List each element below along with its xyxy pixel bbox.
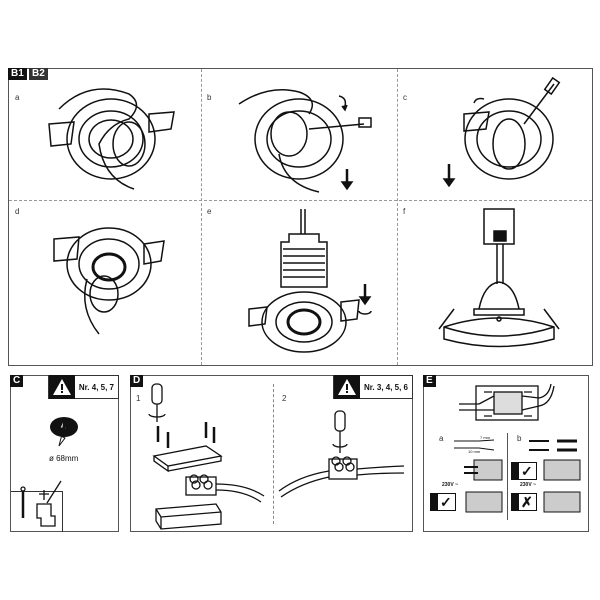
drill-hole-icon: [50, 417, 78, 447]
wire-strip-icon: [454, 439, 495, 451]
terminal-a: [464, 459, 503, 481]
correct-check-icon: ✓: [511, 462, 537, 480]
correct-check-icon: ✓: [430, 493, 456, 511]
illustration-a: [48, 88, 175, 190]
step-a-label: a: [15, 93, 20, 102]
divider: [397, 69, 398, 365]
step-2-label: 2: [282, 394, 287, 403]
junction-box-assembly: [148, 383, 265, 530]
step-b-label: b: [517, 434, 522, 443]
wire-insert-icon: [529, 439, 577, 452]
warning-text: Nr. 4, 5, 7: [78, 382, 114, 392]
step-c-label: c: [403, 93, 407, 102]
warning-box: Nr. 4, 5, 7: [47, 375, 119, 399]
terminal-diagram: [459, 383, 555, 421]
section-d-panel: D Nr. 3, 4, 5, 6 1 2: [130, 375, 413, 532]
divider: [201, 69, 202, 365]
tag-d: D: [130, 375, 144, 387]
section-c-panel: C Nr. 4, 5, 7 ø 68mm: [10, 375, 119, 532]
illustration-b: [238, 89, 372, 193]
step-f-label: f: [403, 207, 406, 216]
illustration-c: [442, 76, 561, 188]
illustration-e: [248, 209, 372, 353]
step-d-label: d: [15, 207, 20, 216]
warning-text: Nr. 3, 4, 5, 6: [363, 382, 408, 392]
tag-c: C: [10, 375, 24, 387]
incorrect-x-icon: ✗: [511, 493, 537, 511]
divider: [273, 384, 274, 524]
illustration-d: [53, 227, 165, 335]
voltage-a: 230V ~: [442, 482, 458, 488]
tools-inset: [11, 491, 63, 532]
terminal-a-correct: [465, 491, 503, 513]
terminal-b: [543, 459, 581, 481]
warning-icon: [333, 375, 360, 399]
terminal-b-incorrect: [543, 491, 581, 513]
divider: [507, 433, 508, 520]
tag-b1: B1: [8, 68, 27, 80]
hole-diameter: ø 68mm: [49, 454, 79, 463]
warning-icon: [48, 375, 75, 399]
step-1-label: 1: [136, 394, 141, 403]
drill-icon: [20, 480, 62, 527]
illustration-f: [438, 208, 560, 348]
terminal-connection: [278, 410, 405, 498]
tag-b2: B2: [29, 68, 48, 80]
strip-length-label: 7 mm: [480, 435, 490, 440]
step-e-label: e: [207, 207, 212, 216]
section-e-panel: E a b 7 mm 10 mm 230V ~ 230V ~ ✓ ✓ ✗: [423, 375, 589, 532]
strip-length-2-label: 10 mm: [468, 449, 481, 454]
voltage-b: 230V ~: [520, 482, 536, 488]
step-a-label: a: [439, 434, 444, 443]
step-b-label: b: [207, 93, 212, 102]
section-b-panel: B1 B2 a b c d e f: [8, 68, 593, 366]
tag-e: E: [423, 375, 436, 387]
divider: [9, 200, 592, 201]
warning-box: Nr. 3, 4, 5, 6: [332, 375, 413, 399]
